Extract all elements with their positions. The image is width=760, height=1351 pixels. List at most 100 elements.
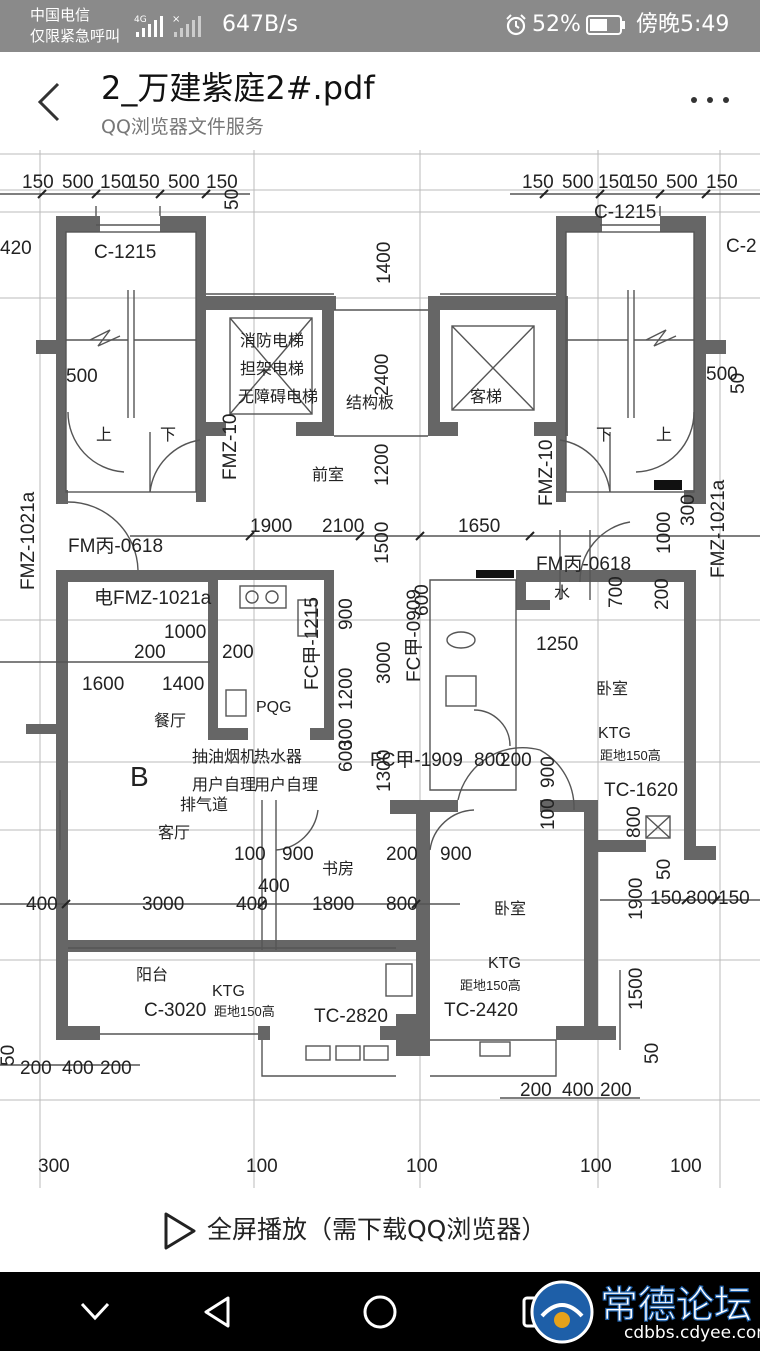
svg-text:200: 200 — [500, 750, 532, 771]
carrier-info: 中国电信 仅限紧急呼叫 — [30, 5, 120, 47]
svg-text:C-2: C-2 — [726, 236, 757, 257]
door-codes: FMZ-10 FMZ-10 FMZ-1021a FMZ-1021a FC甲-09… — [18, 414, 729, 772]
black-marker — [654, 480, 682, 490]
svg-text:1000: 1000 — [654, 512, 675, 554]
svg-text:500: 500 — [168, 172, 200, 193]
fullscreen-play-bar[interactable]: 全屏播放（需下载QQ浏览器） — [0, 1188, 760, 1272]
svg-text:结构板: 结构板 — [346, 394, 394, 412]
chevron-down-icon[interactable] — [76, 1296, 114, 1326]
network-speed: 647B/s — [222, 12, 298, 37]
svg-text:FM丙-0618: FM丙-0618 — [68, 536, 163, 557]
svg-text:50: 50 — [222, 189, 243, 210]
forum-logo-icon — [530, 1280, 594, 1344]
more-dots-icon — [691, 97, 729, 103]
back-button[interactable] — [28, 78, 72, 126]
svg-text:阳台: 阳台 — [136, 966, 168, 984]
svg-text:1300: 1300 — [374, 750, 395, 792]
thin-lines — [0, 193, 760, 1099]
svg-text:FMZ-10: FMZ-10 — [220, 414, 241, 481]
svg-text:50: 50 — [642, 1043, 663, 1064]
svg-text:1000: 1000 — [164, 622, 206, 643]
svg-text:卧室: 卧室 — [596, 680, 628, 698]
svg-text:1650: 1650 — [458, 516, 500, 537]
forum-watermark: 常德论坛 cdbbs.cdyee.com — [528, 1278, 760, 1348]
svg-text:150: 150 — [718, 888, 750, 909]
system-nav-bar — [0, 1272, 760, 1351]
svg-text:800: 800 — [624, 806, 645, 838]
svg-text:200: 200 — [222, 642, 254, 663]
svg-text:上: 上 — [656, 426, 672, 444]
svg-text:900: 900 — [336, 598, 357, 630]
svg-text:TC-2820: TC-2820 — [314, 1006, 388, 1027]
svg-text:FMZ-1021a: FMZ-1021a — [708, 479, 729, 578]
svg-text:2400: 2400 — [372, 354, 393, 396]
svg-text:KTG: KTG — [212, 983, 245, 1000]
svg-text:150: 150 — [706, 172, 738, 193]
nav-home-icon[interactable] — [360, 1292, 400, 1332]
svg-text:1200: 1200 — [336, 668, 357, 710]
svg-text:前室: 前室 — [312, 466, 344, 484]
svg-text:600: 600 — [336, 740, 357, 772]
svg-text:TC-1620: TC-1620 — [604, 780, 678, 801]
svg-text:消防电梯: 消防电梯 — [240, 332, 304, 350]
svg-text:客梯: 客梯 — [470, 388, 502, 406]
network-type-label: 4G — [134, 15, 147, 25]
svg-text:150: 150 — [522, 172, 554, 193]
file-title: 2_万建紫庭2#.pdf — [101, 69, 375, 107]
svg-text:排气道: 排气道 — [180, 796, 228, 814]
svg-text:400: 400 — [258, 876, 290, 897]
svg-text:用户自理: 用户自理 — [192, 776, 256, 794]
nav-back-icon[interactable] — [198, 1292, 238, 1332]
svg-text:150: 150 — [598, 172, 630, 193]
svg-text:500: 500 — [66, 366, 98, 387]
svg-text:300: 300 — [38, 1156, 70, 1177]
forum-url: cdbbs.cdyee.com — [624, 1323, 760, 1343]
height-notes: 距地150高 距地150高 距地150高 — [214, 748, 661, 1019]
svg-text:3000: 3000 — [374, 642, 395, 684]
svg-text:150: 150 — [206, 172, 238, 193]
status-bar: 中国电信 仅限紧急呼叫 4G × 647B/s 52% 傍晚5:49 — [0, 0, 760, 52]
floor-plan-drawing: 150 500 150 150 500 150 150 500 150 150 … — [0, 150, 760, 1188]
svg-text:200: 200 — [100, 1058, 132, 1079]
svg-text:抽油烟机: 抽油烟机 — [192, 748, 256, 766]
svg-text:300: 300 — [686, 888, 718, 909]
forum-brand-logotype: 常德论坛 — [600, 1282, 753, 1326]
svg-text:150: 150 — [100, 172, 132, 193]
chevron-left-icon — [37, 82, 60, 122]
svg-text:50: 50 — [0, 1045, 19, 1066]
svg-text:无障碍电梯: 无障碍电梯 — [238, 388, 318, 406]
svg-text:FC甲-1215: FC甲-1215 — [302, 597, 323, 690]
svg-text:KTG: KTG — [488, 955, 521, 972]
svg-text:200: 200 — [520, 1080, 552, 1101]
signal-icon: 4G × — [134, 14, 201, 37]
svg-text:200: 200 — [600, 1080, 632, 1101]
carrier-name: 中国电信 — [30, 6, 91, 24]
play-icon[interactable] — [160, 1210, 200, 1252]
svg-text:水: 水 — [554, 584, 570, 602]
svg-text:200: 200 — [134, 642, 166, 663]
svg-text:420: 420 — [0, 238, 32, 259]
window-codes: C-1215 C-1215 C-2 420 C-3020 TC-2820 TC-… — [0, 202, 757, 1027]
more-menu-button[interactable] — [686, 88, 734, 112]
svg-text:2100: 2100 — [322, 516, 364, 537]
svg-text:300: 300 — [678, 494, 699, 526]
svg-text:700: 700 — [606, 576, 627, 608]
status-clock: 傍晚5:49 — [636, 12, 730, 37]
svg-text:300: 300 — [336, 718, 357, 750]
svg-text:书房: 书房 — [322, 860, 354, 878]
svg-text:TC-2420: TC-2420 — [444, 1000, 518, 1021]
svg-text:500: 500 — [62, 172, 94, 193]
pdf-page-view[interactable]: 150 500 150 150 500 150 150 500 150 150 … — [0, 150, 760, 1188]
file-source: QQ浏览器文件服务 — [101, 116, 264, 138]
svg-text:50: 50 — [654, 859, 675, 880]
top-dimensions-right: 150 500 150 150 500 150 — [522, 172, 738, 193]
dim-ticks — [37, 189, 721, 909]
svg-text:100: 100 — [538, 798, 559, 830]
svg-text:用户自理: 用户自理 — [254, 776, 318, 794]
fullscreen-play-button[interactable]: 全屏播放（需下载QQ浏览器） — [207, 1215, 547, 1244]
svg-text:800: 800 — [474, 750, 506, 771]
svg-text:卧室: 卧室 — [494, 900, 526, 918]
svg-text:900: 900 — [538, 756, 559, 788]
svg-text:FC甲-0909: FC甲-0909 — [404, 589, 425, 682]
svg-text:电FMZ-1021a: 电FMZ-1021a — [94, 587, 212, 609]
